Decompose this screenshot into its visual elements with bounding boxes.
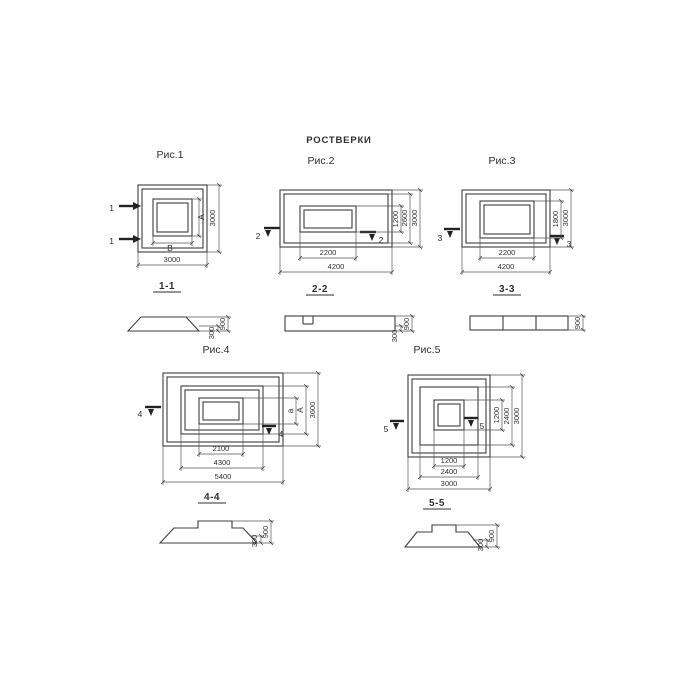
fig5-dimensions: 1200 2400 3000 1200 2400 3000	[405, 372, 525, 492]
fig2-dim-bottom-outer: 4200	[328, 262, 345, 271]
fig2-section-label: 2-2	[312, 284, 328, 295]
fig5-dim-right-mid: 2400	[502, 408, 511, 425]
fig1-dim-inner-height: А	[196, 214, 206, 220]
fig5-dim-bottom-mid: 2400	[441, 467, 458, 476]
fig3-dim-bottom-outer: 4200	[498, 262, 515, 271]
fig5-dim-bottom-inner: 1200	[441, 456, 458, 465]
fig5-dim-right-outer: 3000	[512, 408, 521, 425]
fig5-plan	[407, 374, 491, 458]
fig4-dim-right-inner: а	[285, 408, 295, 413]
fig4-dimensions: а А 3600 2100 4300 5400	[160, 370, 321, 485]
fig1-dim-right: 3000	[208, 210, 217, 227]
fig3-dim-right-inner: 1800	[551, 211, 560, 228]
fig2-section-height-total: 900	[402, 318, 411, 331]
fig1-mark-bottom: 1	[109, 236, 114, 246]
fig1-dim-inner-width: В	[167, 243, 173, 253]
fig3-section-height-total: 900	[573, 317, 582, 330]
fig2-dim-right-outer: 3000	[410, 210, 419, 227]
fig4-dim-bottom-inner: 2100	[213, 444, 230, 453]
fig3-plan	[461, 189, 551, 248]
fig1-mark-top: 1	[109, 203, 114, 213]
fig2-plan	[279, 189, 393, 248]
fig5-section-height-step: 300	[476, 539, 485, 552]
fig1-section-label: 1-1	[159, 281, 175, 292]
fig1-dim-bottom: 3000	[164, 255, 181, 264]
figure-4: Рис.4 4 4 а А	[138, 344, 321, 547]
fig2-mark-right: 2	[379, 235, 384, 245]
fig5-section-label: 5-5	[429, 498, 445, 509]
fig3-section-label: 3-3	[499, 284, 515, 295]
fig4-dim-right-outer: 3600	[308, 402, 317, 419]
fig5-mark-right: 5	[480, 421, 485, 431]
fig3-mark-left: 3	[438, 233, 443, 243]
fig2-mark-left: 2	[256, 231, 261, 241]
fig5-dim-right-inner: 1200	[492, 407, 501, 424]
fig5-section-height-total: 900	[487, 530, 496, 543]
figure-1: Рис.1 1 1 В А	[109, 149, 231, 339]
fig4-section: 4-4 900 300	[158, 492, 274, 548]
figure-5: Рис.5 5 5 1200 2400	[384, 344, 525, 551]
fig2-label: Рис.2	[308, 155, 335, 167]
fig1-label: Рис.1	[157, 149, 184, 161]
fig4-dim-bottom-mid: 4300	[214, 458, 231, 467]
fig2-section-marks: 2 2	[256, 226, 384, 245]
fig4-mark-left: 4	[138, 409, 143, 419]
fig4-section-height-total: 900	[261, 526, 270, 539]
figure-3: Рис.3 3 3 1800 3000	[438, 155, 586, 333]
fig4-dim-right-mid: А	[295, 407, 305, 413]
fig3-dim-right-outer: 3000	[561, 210, 570, 227]
fig1-section-height-step: 300	[207, 327, 216, 340]
fig1-section-height-total: 900	[218, 318, 227, 331]
fig2-section: 2-2 900 300	[284, 284, 415, 343]
sheet-title: РОСТВЕРКИ	[306, 135, 371, 146]
fig4-section-label: 4-4	[204, 492, 220, 503]
fig3-section-marks: 3 3	[438, 227, 572, 249]
fig5-section: 5-5 900 300	[403, 498, 500, 552]
fig1-dimensions: В А 3000 3000	[135, 182, 222, 268]
fig2-dimensions: 1200 2600 3000 2200 4200	[277, 187, 423, 275]
fig1-section: 1-1 900 300	[126, 281, 231, 340]
fig5-dim-bottom-outer: 3000	[441, 479, 458, 488]
fig4-plan	[162, 372, 284, 447]
fig3-label: Рис.3	[489, 155, 516, 167]
figure-2: Рис.2 2 2 1200 2600	[256, 155, 423, 342]
fig4-dim-bottom-outer: 5400	[215, 472, 232, 481]
fig1-section-marks: 1 1	[109, 202, 141, 246]
fig3-dim-bottom-inner: 2200	[499, 248, 516, 257]
fig3-section: 3-3 900	[469, 284, 586, 333]
fig4-label: Рис.4	[203, 344, 230, 356]
fig5-label: Рис.5	[414, 344, 441, 356]
fig2-dim-bottom-inner: 2200	[320, 248, 337, 257]
fig2-dim-right-mid: 2600	[400, 210, 409, 227]
fig3-dimensions: 1800 3000 2200 4200	[459, 187, 574, 275]
fig2-section-height-step: 300	[390, 330, 399, 343]
fig4-section-height-step: 300	[250, 535, 259, 548]
fig5-section-marks: 5 5	[384, 416, 485, 434]
fig5-mark-left: 5	[384, 424, 389, 434]
fig2-dim-right-inner: 1200	[391, 211, 400, 228]
fig1-plan	[137, 184, 208, 253]
